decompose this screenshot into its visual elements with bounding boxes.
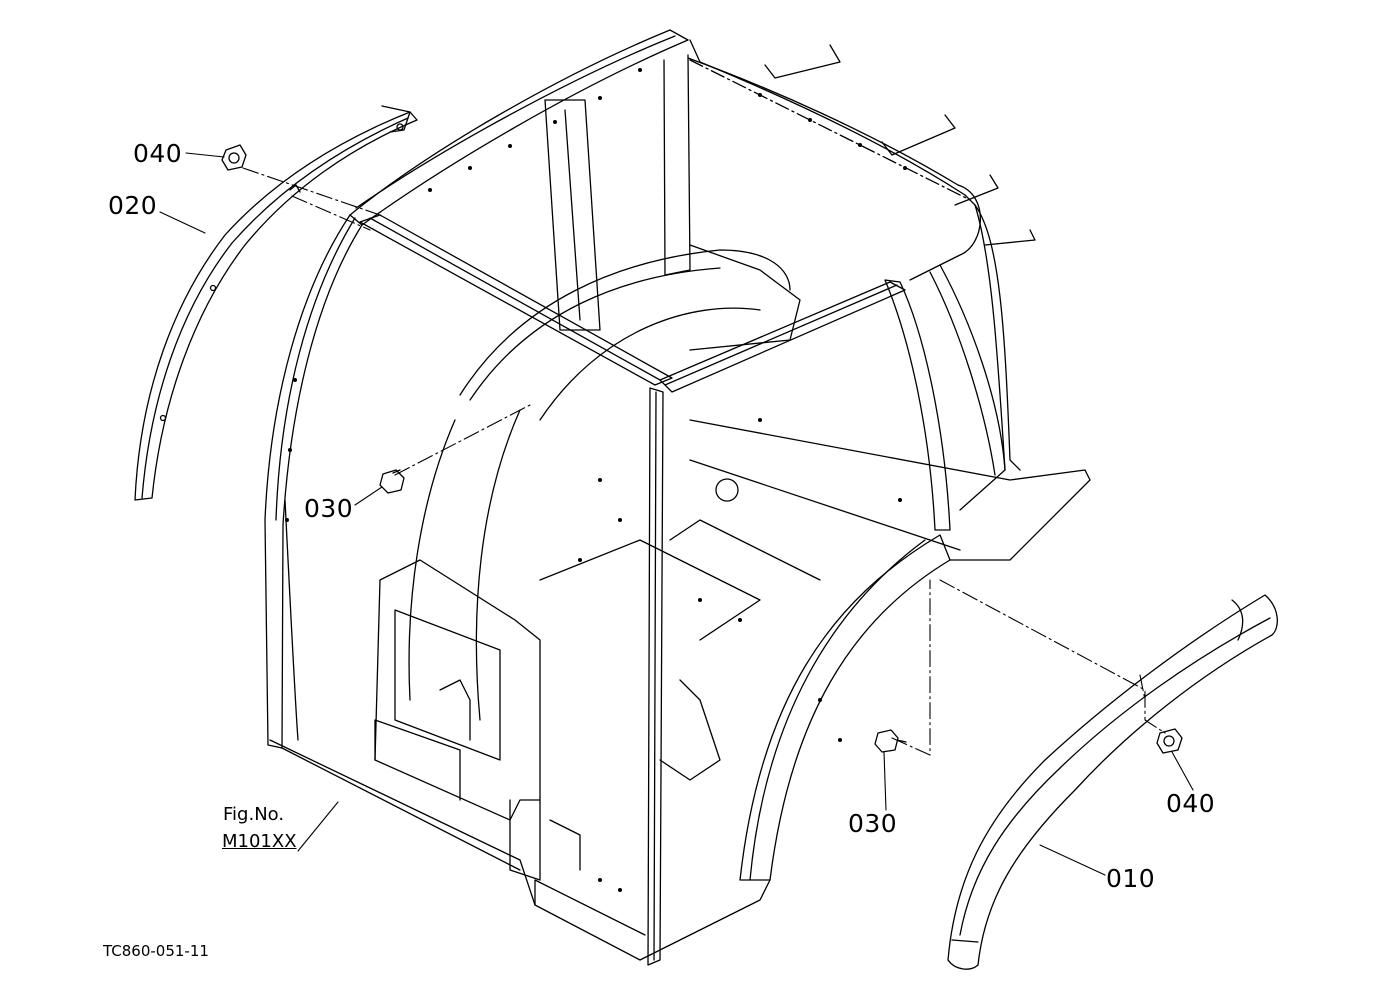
bolt-030-right-shape	[874, 729, 907, 753]
cab-frame	[264, 29, 1091, 966]
trim-020-shape	[134, 105, 418, 501]
bolt-030-left-shape	[379, 469, 405, 494]
callout-020: 020	[108, 191, 158, 220]
callout-040-top: 040	[133, 139, 183, 168]
figure-ref-number[interactable]: M101XX	[222, 831, 297, 852]
callout-010: 010	[1106, 864, 1156, 893]
trim-010-shape	[947, 594, 1278, 970]
drawing-code: TC860-051-11	[103, 942, 209, 960]
nut-040-top-shape	[221, 144, 247, 171]
nut-040-right-shape	[1156, 728, 1183, 754]
callout-040-right: 040	[1166, 789, 1216, 818]
figure-ref-label: Fig.No.	[223, 804, 285, 825]
callout-030-right: 030	[848, 809, 898, 838]
leader-lines	[159, 152, 1194, 876]
callout-030-left: 030	[304, 494, 354, 523]
